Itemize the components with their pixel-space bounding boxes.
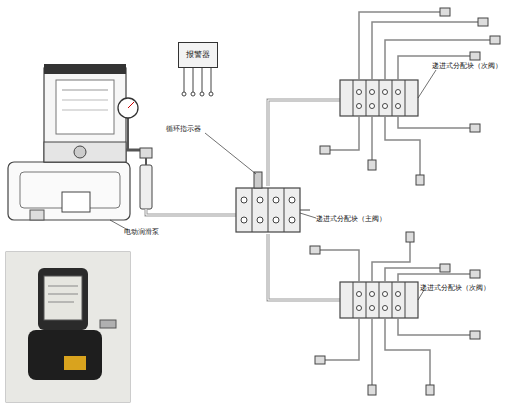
pump	[8, 64, 130, 220]
secondary-distributor	[320, 8, 500, 185]
node-text: 报警器	[186, 51, 210, 60]
main-distributor	[236, 172, 310, 232]
callout-label: 递进式分配块（次阀）	[432, 63, 502, 70]
callout-label: 循环指示器	[166, 126, 201, 133]
pipe	[146, 100, 340, 300]
callout-label: 递进式分配块（次阀）	[420, 285, 490, 292]
alarm-leads	[182, 68, 213, 96]
alarm-box: 报警器	[178, 42, 218, 68]
pump-photo	[6, 252, 130, 402]
filter	[140, 158, 152, 209]
callout-label: 电动润滑泵	[124, 229, 159, 236]
leader-line	[110, 70, 436, 300]
pressure-gauge	[118, 98, 152, 158]
secondary-distributor	[310, 232, 480, 395]
pipe-core	[146, 100, 340, 300]
callout-label: 递进式分配块（主阀）	[316, 216, 386, 223]
